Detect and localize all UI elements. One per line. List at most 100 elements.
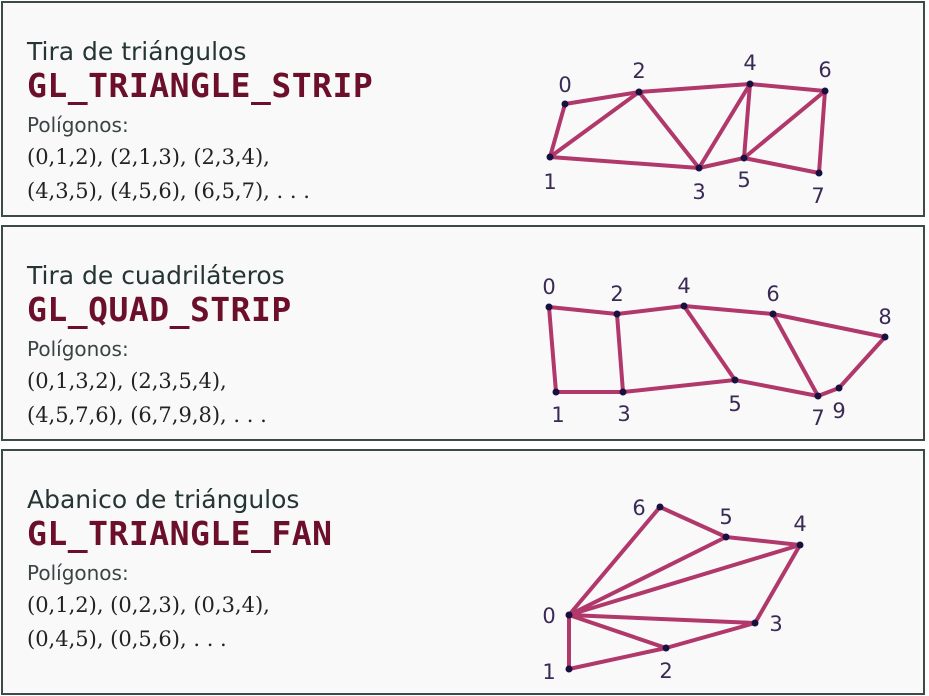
quad-strip-diagram: 0 1 2 3 4 5 6 7 8 9 (542, 274, 891, 430)
vertex-label-5: 5 (719, 505, 732, 529)
vertex-label-7: 7 (811, 184, 824, 208)
vertex-label-0: 0 (558, 73, 571, 97)
panel-title: Abanico de triángulos (27, 485, 300, 514)
vertex-label-8: 8 (878, 305, 891, 329)
polygon-list-line: (0,1,2), (2,1,3), (2,3,4), (27, 145, 270, 169)
edge-1-2 (567, 646, 668, 671)
edge-7-9 (816, 386, 841, 398)
vertex-9 (835, 384, 843, 392)
quad-strip-panel: Tira de cuadriláteros GL_QUAD_STRIP Polí… (1, 225, 925, 441)
triangle-strip-diagram: 0 1 2 3 4 5 6 7 (543, 51, 831, 208)
vertex-4 (680, 302, 688, 310)
edge-4-5 (742, 82, 752, 160)
vertex-label-4: 4 (743, 51, 756, 75)
vertex-label-5: 5 (728, 392, 741, 416)
edge-4-5 (682, 304, 737, 382)
vertex-2 (613, 310, 621, 318)
vertex-2 (635, 88, 643, 96)
edge-0-2 (563, 90, 641, 106)
polygon-list-line: (0,1,3,2), (2,3,5,4), (27, 369, 227, 393)
polygons-label: Polígonos: (27, 113, 129, 137)
edge-4-6 (748, 82, 827, 93)
polygon-list-line: (0,1,2), (0,2,3), (0,3,4), (27, 593, 270, 617)
vertex-3 (751, 619, 759, 627)
edge-3-5 (621, 378, 737, 394)
vertex-6 (656, 503, 664, 511)
edge-0-6 (567, 505, 662, 617)
vertex-0 (545, 303, 553, 311)
edge-0-2 (547, 305, 619, 316)
vertex-7 (815, 169, 823, 177)
edge-0-1 (548, 102, 567, 159)
vertex-label-1: 1 (542, 660, 555, 684)
vertex-label-2: 2 (610, 282, 623, 306)
edge-0-1 (547, 305, 558, 394)
vertex-6 (769, 310, 777, 318)
vertex-0 (565, 611, 573, 619)
vertex-5 (740, 154, 748, 162)
vertex-5 (722, 533, 730, 541)
polygon-list-line: (4,3,5), (4,5,6), (6,5,7), . . . (27, 179, 310, 203)
panel-code: GL_QUAD_STRIP (27, 290, 292, 329)
vertex-label-6: 6 (818, 58, 831, 82)
edge-6-8 (771, 312, 887, 339)
panel-code: GL_TRIANGLE_FAN (27, 514, 333, 553)
triangle-fan-diagram: 0 1 2 3 4 5 6 (542, 496, 806, 684)
vertex-label-2: 2 (632, 59, 645, 83)
edge-5-7 (733, 378, 820, 398)
vertex-label-3: 3 (692, 180, 705, 204)
vertex-label-3: 3 (617, 402, 630, 426)
vertex-label-3: 3 (769, 612, 782, 636)
panel-title: Tira de triángulos (27, 37, 247, 66)
edge-2-3 (615, 312, 625, 394)
vertex-6 (821, 87, 829, 95)
vertex-label-0: 0 (542, 275, 555, 299)
polygons-label: Polígonos: (27, 561, 129, 585)
edge-0-3 (567, 613, 757, 625)
triangle-fan-panel: Abanico de triángulos GL_TRIANGLE_FAN Po… (1, 449, 925, 695)
polygon-list-line: (0,4,5), (0,5,6), . . . (27, 627, 227, 651)
edge-8-9 (837, 335, 887, 390)
vertex-4 (796, 541, 804, 549)
edge-2-4 (615, 304, 686, 316)
vertex-3 (695, 164, 703, 172)
vertex-label-2: 2 (659, 659, 672, 683)
edge-3-5 (697, 156, 746, 170)
vertex-5 (731, 376, 739, 384)
edge-5-6 (658, 505, 728, 539)
vertex-label-6: 6 (766, 282, 779, 306)
polygon-list-line: (4,5,7,6), (6,7,9,8), . . . (27, 403, 267, 427)
edge-2-3 (637, 90, 701, 170)
edge-5-6 (742, 89, 827, 160)
edge-6-7 (817, 89, 827, 175)
vertex-label-4: 4 (793, 512, 806, 536)
vertex-label-0: 0 (542, 604, 555, 628)
edge-1-3 (548, 155, 701, 170)
vertex-1 (552, 388, 560, 396)
vertex-1 (546, 153, 554, 161)
vertex-7 (814, 392, 822, 400)
edge-6-7 (771, 312, 820, 398)
panel-code: GL_TRIANGLE_STRIP (27, 66, 374, 105)
edge-4-5 (724, 535, 802, 547)
vertex-label-5: 5 (737, 168, 750, 192)
edge-4-6 (682, 304, 775, 316)
vertex-3 (619, 388, 627, 396)
vertex-4 (746, 80, 754, 88)
vertex-label-6: 6 (632, 496, 645, 520)
edge-2-3 (664, 621, 757, 650)
vertex-0 (561, 100, 569, 108)
vertex-label-1: 1 (551, 403, 564, 427)
vertex-label-9: 9 (832, 399, 845, 423)
vertex-label-1: 1 (543, 170, 556, 194)
edge-0-4 (567, 543, 802, 617)
polygons-label: Polígonos: (27, 337, 129, 361)
vertex-label-7: 7 (811, 406, 824, 430)
vertex-label-4: 4 (677, 274, 690, 298)
panel-title: Tira de cuadriláteros (27, 261, 285, 290)
edge-2-4 (637, 82, 752, 94)
vertex-1 (565, 665, 573, 673)
vertex-2 (662, 644, 670, 652)
edge-0-2 (567, 613, 668, 650)
vertex-8 (881, 333, 889, 341)
